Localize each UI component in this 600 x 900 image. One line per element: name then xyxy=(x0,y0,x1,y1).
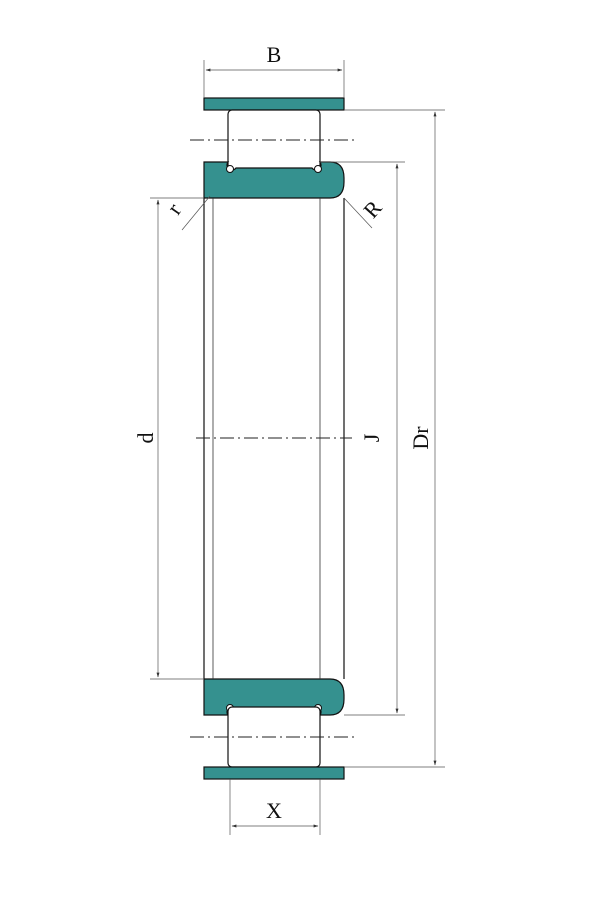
r-leader xyxy=(181,195,211,231)
label-dr: Dr xyxy=(408,426,433,450)
R-leader xyxy=(343,197,373,229)
undercut-left-top xyxy=(226,165,234,173)
undercut-right-top xyxy=(314,165,322,173)
inner-ring-top xyxy=(203,161,345,199)
label-d: d xyxy=(133,433,158,444)
label-r: r xyxy=(162,198,187,219)
label-j: J xyxy=(359,433,384,442)
label-x: X xyxy=(266,798,282,823)
label-R: R xyxy=(358,195,387,223)
label-b: B xyxy=(267,42,282,67)
outer-ring-bottom xyxy=(203,766,345,780)
outer-ring-top xyxy=(203,97,345,111)
